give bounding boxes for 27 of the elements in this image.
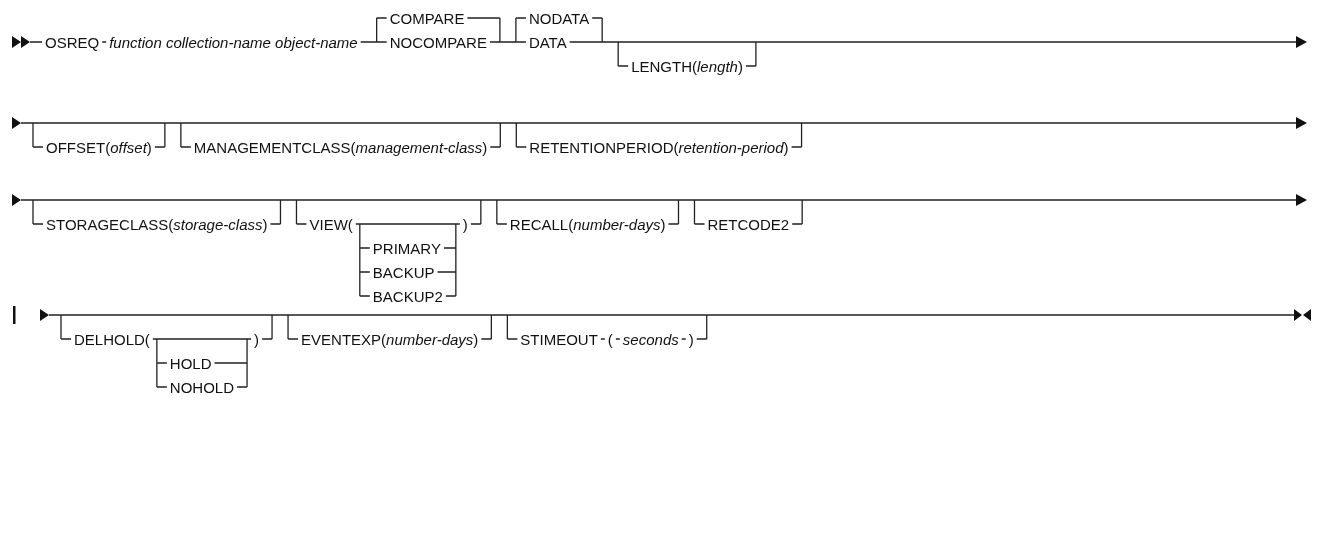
syntax-keyword: PRIMARY — [372, 239, 441, 257]
variable-name: seconds — [622, 330, 679, 348]
syntax-keyword: NODATA — [528, 9, 590, 27]
syntax-keyword: RETENTIONPERIOD(retention-period) — [529, 138, 789, 156]
syntax-keyword: LENGTH(length) — [631, 57, 743, 75]
syntax-keyword: MANAGEMENTCLASS(management-class) — [193, 138, 488, 156]
syntax-keyword: VIEW( — [309, 215, 353, 233]
syntax-keyword: RECALL(number-days) — [509, 215, 666, 233]
syntax-keyword: HOLD — [169, 354, 212, 372]
syntax-keyword: OSREQ — [45, 33, 100, 51]
syntax-keyword: DELHOLD( — [74, 330, 150, 348]
syntax-keyword: OFFSET(offset) — [46, 138, 152, 156]
syntax-keyword: STORAGECLASS(storage-class) — [46, 215, 268, 233]
syntax-keyword: RETCODE2 — [707, 215, 790, 233]
syntax-keyword: NOCOMPARE — [389, 33, 487, 51]
syntax-keyword: STIMEOUT — [520, 330, 598, 348]
syntax-keyword: COMPARE — [389, 9, 465, 27]
parenthesis: ) — [462, 215, 468, 233]
syntax-keyword: EVENTEXP(number-days) — [301, 330, 479, 348]
syntax-keyword: DATA — [528, 33, 567, 51]
syntax-keyword: NOHOLD — [169, 378, 235, 396]
parenthesis: ( — [607, 330, 613, 348]
variable-names: function collection-name object-name — [109, 33, 358, 51]
syntax-keyword: BACKUP — [372, 263, 435, 281]
parenthesis: ) — [688, 330, 694, 348]
parenthesis: ) — [254, 330, 260, 348]
syntax-keyword: BACKUP2 — [372, 287, 443, 305]
